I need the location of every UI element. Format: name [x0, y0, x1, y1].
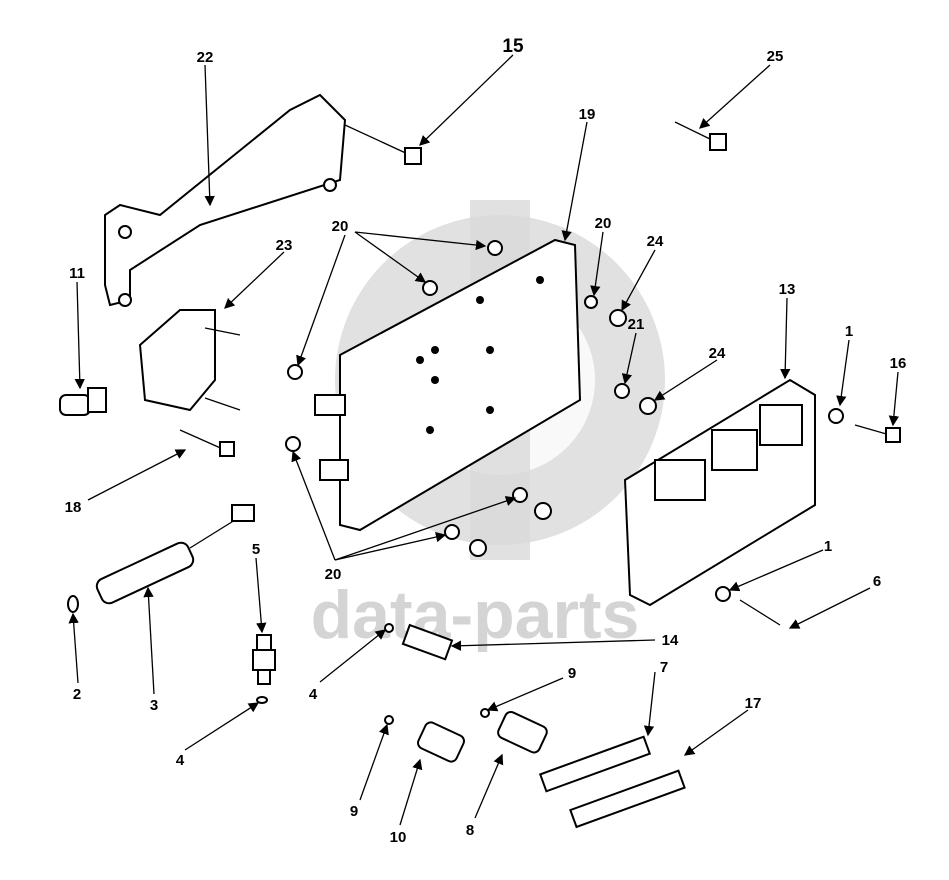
callouts: 22 15 25 19 20 20 24 23 11 13 1 21 24 16…: [65, 36, 907, 846]
o-ring-2: [67, 595, 79, 613]
callout-8: 8: [466, 822, 474, 839]
bracket-23: [138, 309, 216, 412]
sensor-11: [59, 387, 107, 416]
mounting-plate-19: [339, 238, 582, 532]
callout-7: 7: [660, 659, 668, 676]
bracket-22: [104, 93, 347, 307]
callout-1: 1: [845, 323, 853, 340]
callout-2: 2: [73, 686, 81, 703]
sensor-10: [417, 721, 465, 763]
callout-18: 18: [65, 499, 82, 516]
callout-24: 24: [647, 233, 664, 250]
callout-6: 6: [873, 573, 881, 590]
callout-5: 5: [252, 541, 260, 558]
label-7: [538, 735, 652, 793]
callout-20: 20: [595, 215, 612, 232]
callout-24: 24: [709, 345, 726, 362]
callout-16: 16: [890, 355, 907, 372]
callout-22: 22: [197, 49, 214, 66]
callout-21: 21: [628, 316, 645, 333]
callout-20: 20: [325, 566, 342, 583]
callout-10: 10: [390, 829, 407, 846]
callout-14: 14: [662, 632, 679, 649]
callout-20: 20: [332, 218, 349, 235]
callout-23: 23: [276, 237, 293, 254]
callout-13: 13: [779, 281, 796, 298]
sensor-8: [497, 710, 548, 754]
callout-4: 4: [176, 752, 185, 769]
callout-19: 19: [579, 106, 596, 123]
callout-9: 9: [568, 665, 576, 682]
label-17: [569, 769, 686, 829]
callout-3: 3: [150, 697, 158, 714]
callout-25: 25: [767, 48, 784, 65]
callout-9: 9: [350, 803, 358, 820]
sensor-14: [401, 623, 454, 661]
bolt-25: [674, 121, 727, 151]
callout-4: 4: [309, 686, 318, 703]
bolt-15: [344, 124, 422, 165]
sensor-3: [95, 504, 255, 605]
callout-1: 1: [824, 538, 832, 555]
callout-17: 17: [745, 695, 762, 712]
callout-15: 15: [502, 36, 524, 57]
callout-11: 11: [69, 265, 85, 282]
watermark-text: data-parts: [311, 577, 640, 653]
sensor-5: [252, 634, 276, 685]
